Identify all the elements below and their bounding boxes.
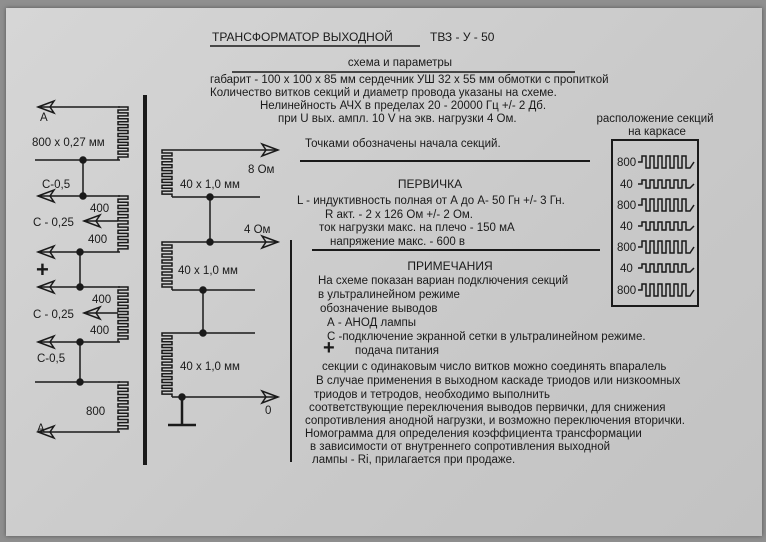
plus-supply-icon: + bbox=[36, 257, 49, 282]
spec-line: Точками обозначены начала секций. bbox=[305, 138, 501, 150]
primary-line: L - индуктивность полная от А до А- 50 Г… bbox=[297, 195, 565, 207]
label-400: 400 bbox=[88, 234, 107, 246]
layout-row-label: 800 bbox=[617, 285, 636, 297]
spec-line: Количество витков секций и диаметр прово… bbox=[210, 87, 557, 99]
label-sec-coil-2: 40 х 1,0 мм bbox=[178, 265, 238, 277]
arrow-left-icon bbox=[35, 99, 56, 115]
note-line: секции с одинаковым число витков можно с… bbox=[322, 361, 667, 373]
note-line: обозначение выводов bbox=[320, 303, 438, 315]
note-line: Номограмма для определения коэффициента … bbox=[305, 428, 642, 440]
subtitle: схема и параметры bbox=[347, 57, 453, 69]
section-winding-icon bbox=[638, 240, 695, 254]
arrow-left-icon bbox=[81, 305, 102, 321]
note-line: в зависимости от внутреннего сопротивлен… bbox=[310, 441, 611, 453]
note-line: подача питания bbox=[355, 345, 439, 357]
arrow-left-icon bbox=[35, 244, 56, 260]
label-8ohm: 8 Ом bbox=[248, 164, 275, 176]
spec-line: при U вых. ампл. 10 V на экв. нагрузки 4… bbox=[278, 113, 517, 125]
label-4ohm: 4 Ом bbox=[244, 224, 271, 236]
label-400: 400 bbox=[90, 203, 109, 215]
primary-heading: ПЕРВИЧКА bbox=[397, 177, 463, 191]
section-winding-icon bbox=[638, 198, 695, 212]
winding-coil bbox=[117, 286, 129, 342]
label-c025-bot: С - 0,25 bbox=[33, 309, 74, 321]
spec-line: Нелинейность АЧХ в пределах 20 - 20000 Г… bbox=[260, 100, 547, 112]
winding-coil bbox=[117, 195, 129, 252]
arrow-right-icon bbox=[260, 234, 281, 250]
model-number: ТВЗ - У - 50 bbox=[430, 30, 495, 44]
arrow-left-icon bbox=[35, 279, 56, 295]
label-coil-800-top: 800 х 0,27 мм bbox=[32, 137, 105, 149]
label-c05-bot: С-0,5 bbox=[37, 353, 65, 365]
document-sheet bbox=[6, 8, 762, 536]
note-line: в ультралинейном режиме bbox=[318, 289, 460, 301]
spec-line: габарит - 100 х 100 х 85 мм сердечник УШ… bbox=[210, 74, 609, 86]
layout-row-label: 800 bbox=[617, 242, 636, 254]
label-coil-800-bot: 800 bbox=[86, 406, 105, 418]
label-anode-top: А bbox=[40, 112, 48, 124]
label-400: 400 bbox=[92, 294, 111, 306]
winding-coil bbox=[161, 149, 173, 197]
notes-heading: ПРИМЕЧАНИЯ bbox=[407, 259, 493, 273]
winding-coil bbox=[161, 332, 173, 397]
layout-row-label: 800 bbox=[617, 200, 636, 212]
section-winding-icon bbox=[638, 263, 695, 273]
arrow-left-icon bbox=[35, 424, 56, 440]
junction-dot bbox=[178, 393, 186, 401]
plus-icon: + bbox=[323, 337, 335, 359]
label-sec-coil-1: 40 х 1,0 мм bbox=[180, 179, 240, 191]
label-c025-top: С - 0,25 bbox=[33, 217, 74, 229]
layout-box-title: на каркасе bbox=[628, 126, 686, 138]
arrow-left-icon bbox=[35, 188, 56, 204]
note-line: В случае применения в выходном каскаде т… bbox=[316, 375, 681, 387]
layout-row-label: 800 bbox=[617, 157, 636, 169]
label-sec-coil-3: 40 х 1,0 мм bbox=[180, 361, 240, 373]
layout-row-label: 40 bbox=[620, 221, 633, 233]
note-line: лампы - Ri, прилагается при продаже. bbox=[312, 454, 516, 466]
section-winding-icon bbox=[638, 283, 695, 297]
note-line: сопротивления анодной нагрузки, и возмож… bbox=[305, 415, 685, 427]
layout-box-title: расположение секций bbox=[596, 113, 714, 125]
label-c05-top: С-0,5 bbox=[42, 179, 70, 191]
note-line: А - АНОД лампы bbox=[327, 317, 417, 329]
primary-line: напряжение макс. - 600 в bbox=[330, 236, 466, 248]
primary-line: ток нагрузки макс. на плечо - 150 мА bbox=[319, 222, 515, 234]
note-line: триодов и тетродов, необходимо выполнить bbox=[314, 389, 551, 401]
arrow-right-icon bbox=[260, 142, 281, 158]
label-400: 400 bbox=[90, 325, 109, 337]
winding-coil bbox=[161, 241, 173, 290]
winding-coil bbox=[117, 381, 129, 432]
document-title: ТРАНСФОРМАТОР ВЫХОДНОЙ bbox=[212, 30, 393, 44]
note-line: соответствующие переключения выводов пер… bbox=[309, 402, 666, 414]
label-anode-bot: А bbox=[37, 423, 45, 435]
layout-row-label: 40 bbox=[620, 179, 633, 191]
note-line: На схеме показан вариан подключения секц… bbox=[318, 275, 569, 287]
arrow-left-icon bbox=[81, 213, 102, 229]
note-line: С -подключение экранной сетки в ультрали… bbox=[327, 331, 646, 343]
section-winding-icon bbox=[638, 221, 695, 231]
primary-line: R акт. - 2 х 126 Ом +/- 2 Ом. bbox=[325, 209, 474, 221]
section-winding-icon bbox=[638, 155, 695, 169]
layout-row-label: 40 bbox=[620, 263, 633, 275]
winding-coil bbox=[117, 106, 129, 160]
arrow-right-icon bbox=[260, 389, 281, 405]
section-winding-icon bbox=[638, 179, 695, 189]
label-0: 0 bbox=[265, 405, 271, 417]
arrow-left-icon bbox=[35, 334, 56, 350]
